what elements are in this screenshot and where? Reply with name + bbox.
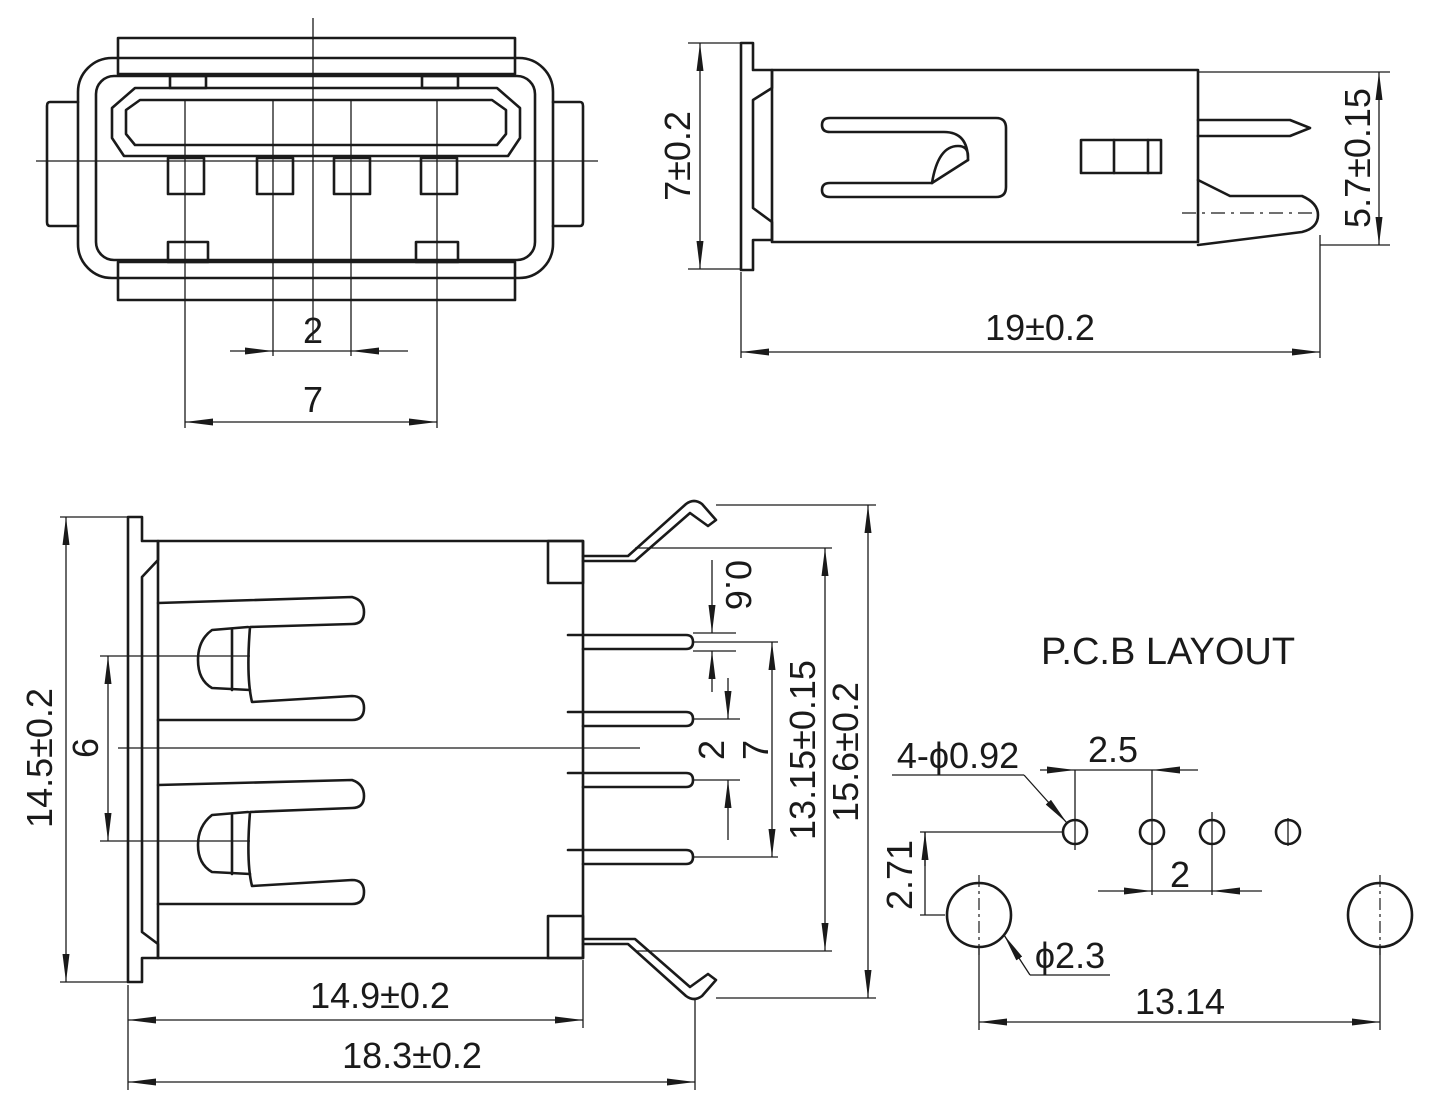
front-pin-span-label: 7: [303, 379, 323, 420]
pcb-layout-title: P.C.B LAYOUT: [1041, 631, 1295, 673]
small-hole-1: [1061, 770, 1089, 850]
top-spring-span-label: 6: [65, 738, 106, 758]
pcb-layout: P.C.B LAYOUT 4-ϕ0.92: [879, 631, 1414, 1030]
large-hole-left: [945, 875, 1013, 955]
top-tab-span-label: 13.15±0.15: [782, 660, 823, 840]
pcb-large-span-label: 13.14: [1135, 981, 1225, 1022]
pcb-pitch-b-label: 2: [1170, 854, 1190, 895]
top-pin-span-label: 7: [735, 740, 776, 760]
front-view: 2 7: [36, 18, 598, 428]
small-hole-2: [1138, 770, 1166, 850]
top-view: 14.5±0.2 6 0.6 2 7 13.15±0.15 15.6±0.2: [19, 499, 876, 1090]
small-hole-callout: 4-ϕ0.92: [897, 735, 1019, 776]
top-pin-pitch-label: 2: [691, 740, 732, 760]
large-hole-right: [1346, 875, 1414, 955]
top-body-width-label: 14.5±0.2: [19, 688, 60, 828]
side-view: 7±0.2 5.7±0.15 19±0.2: [657, 41, 1390, 358]
top-overall-width-label: 15.6±0.2: [825, 682, 866, 822]
large-hole-callout: ϕ2.3: [1035, 935, 1105, 976]
side-height-label: 7±0.2: [657, 111, 698, 201]
top-overall-length-label: 18.3±0.2: [342, 1035, 482, 1076]
top-pin-width-label: 0.6: [718, 560, 759, 610]
front-pin-pitch-label: 2: [303, 310, 323, 351]
side-pin-height-label: 5.7±0.15: [1337, 88, 1378, 228]
top-body-length-label: 14.9±0.2: [310, 975, 450, 1016]
pcb-row-offset-label: 2.71: [879, 840, 920, 910]
small-hole-3: [1198, 812, 1226, 895]
pcb-pitch-a-label: 2.5: [1088, 729, 1138, 770]
side-length-label: 19±0.2: [985, 307, 1095, 348]
small-hole-4: [1274, 818, 1302, 846]
